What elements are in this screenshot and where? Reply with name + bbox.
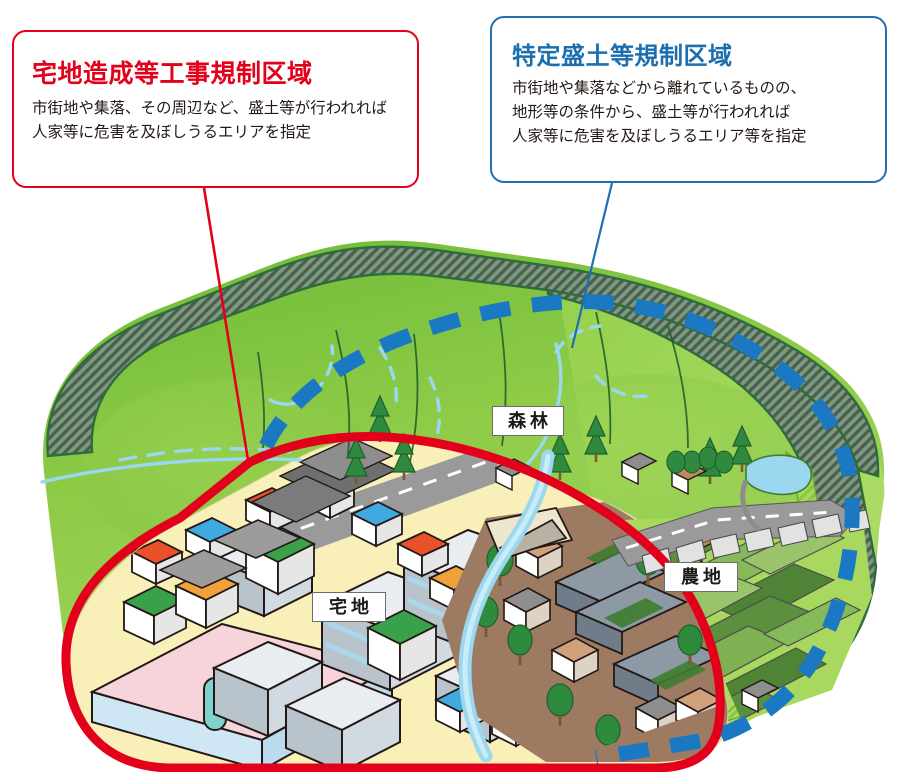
regulated-ridge-hatched	[46, 245, 880, 478]
river	[458, 449, 555, 763]
farm-road-centerline	[625, 510, 835, 550]
callout-blue-body-line-2: 地形等の条件から、盛土等が行われれば	[512, 104, 791, 122]
residential-construction-regulated-boundary	[61, 432, 725, 772]
callout-red-body-line-1: 市街地や集落、その周辺など、盛土等が行われれば	[32, 100, 387, 117]
roadside-row-houses	[158, 519, 302, 589]
callout-red-body: 市街地や集落、その周辺など、盛土等が行われれば 人家等に危害を及ぼしうるエリアを…	[32, 97, 417, 145]
forest-details	[40, 311, 813, 533]
callout-blue-body-line-3: 人家等に危害を及ぼしうるエリア等を指定	[512, 128, 807, 146]
map-label-residential: 宅地	[312, 592, 386, 622]
stone-retaining-wall	[641, 509, 871, 575]
callout-blue-body: 市街地や集落などから離れているものの、 地形等の条件から、盛土等が行われれば 人…	[512, 77, 885, 149]
red-callout-connector	[202, 187, 250, 461]
callout-blue-body-line-1: 市街地や集落などから離れているものの、	[512, 80, 807, 97]
village-zone	[442, 502, 728, 762]
callout-red-body-line-2: 人家等に危害を及ぼしうるエリアを指定	[32, 124, 312, 142]
callout-specified-fill-regulated-area: 特定盛土等規制区域 市街地や集落などから離れているものの、 地形等の条件から、盛…	[490, 16, 887, 183]
callout-blue-title: 特定盛土等規制区域	[512, 43, 733, 70]
callout-red-title: 宅地造成等工事規制区域	[32, 60, 313, 88]
map-label-forest: 森林	[492, 406, 564, 436]
callout-residential-construction-regulated-area: 宅地造成等工事規制区域 市街地や集落、その周辺など、盛土等が行われれば 人家等に…	[12, 30, 419, 188]
mountain-pond	[740, 454, 813, 533]
map-label-farmland: 農地	[664, 562, 738, 592]
specified-fill-regulated-boundary	[259, 294, 860, 766]
blue-callout-connector	[570, 182, 614, 349]
